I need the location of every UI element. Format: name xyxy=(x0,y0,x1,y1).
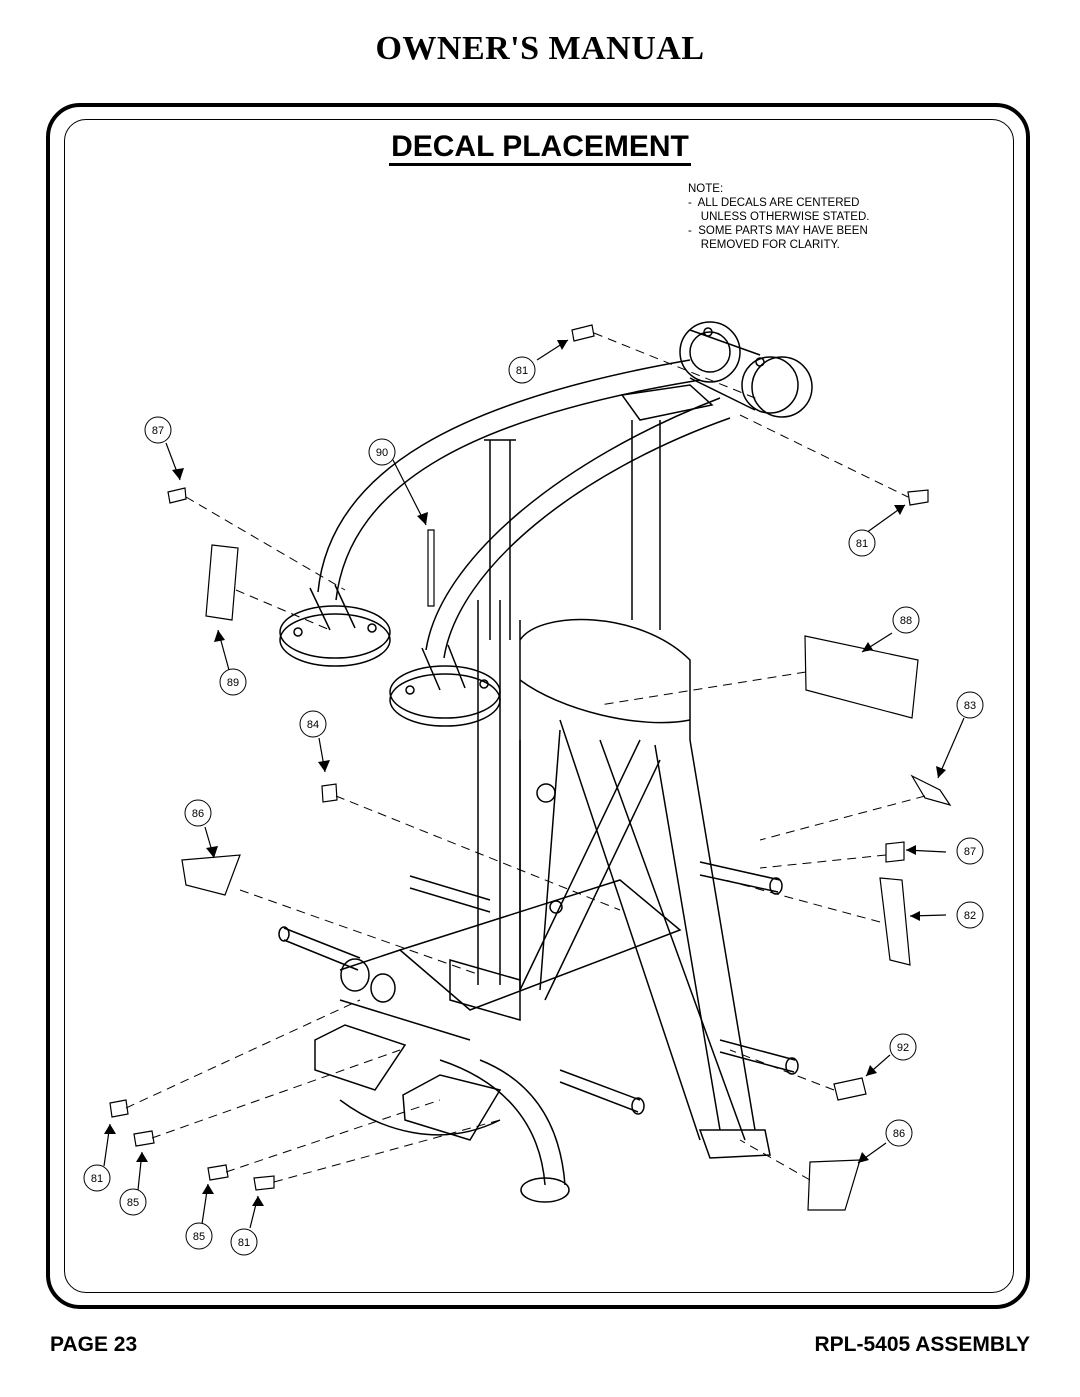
note-line: - ALL DECALS ARE CENTERED xyxy=(688,197,860,209)
decal-shapes xyxy=(109,324,952,1211)
manual-title: OWNER'S MANUAL xyxy=(375,30,705,67)
handles xyxy=(279,584,501,727)
frame-tower xyxy=(519,420,756,1141)
callout-label: 90 xyxy=(376,447,388,459)
note-line: NOTE: xyxy=(688,183,724,195)
callout-label: 92 xyxy=(897,1042,909,1054)
center-column xyxy=(477,439,521,985)
section-title: DECAL PLACEMENT xyxy=(0,130,1080,166)
callout-92: 92 xyxy=(889,1033,917,1061)
leader-lines xyxy=(103,339,965,1229)
callout-label: 87 xyxy=(152,425,164,437)
callout-89: 89 xyxy=(219,668,247,696)
outer-frame xyxy=(46,103,1030,1309)
placement-lines xyxy=(125,332,926,1183)
callout-label: 86 xyxy=(192,808,204,820)
callout-label: 85 xyxy=(127,1197,139,1209)
callout-81: 81 xyxy=(848,529,876,557)
section-title-text: DECAL PLACEMENT xyxy=(389,130,691,166)
leader-arrowheads xyxy=(104,340,946,1206)
callout-85: 85 xyxy=(185,1222,213,1250)
callout-label: 81 xyxy=(91,1173,103,1185)
model-assembly-label: RPL-5405 ASSEMBLY xyxy=(814,1333,1030,1356)
callout-87: 87 xyxy=(956,837,984,865)
callout-83: 83 xyxy=(956,691,984,719)
callout-87: 87 xyxy=(144,416,172,444)
base-frame xyxy=(314,879,771,1203)
curved-arms xyxy=(317,359,731,659)
callout-label: 81 xyxy=(856,538,868,550)
callout-90: 90 xyxy=(368,438,396,466)
page-number: PAGE 23 xyxy=(50,1333,138,1356)
callout-label: 85 xyxy=(193,1231,205,1243)
callout-label: 87 xyxy=(964,846,976,858)
callouts: 81 87 90 81 88 89 84 83 xyxy=(83,356,984,1256)
callout-label: 88 xyxy=(900,615,912,627)
note-line: UNLESS OTHERWISE STATED. xyxy=(688,211,870,223)
callout-label: 81 xyxy=(516,365,528,377)
callout-88: 88 xyxy=(892,606,920,634)
note-line: - SOME PARTS MAY HAVE BEEN xyxy=(688,225,868,237)
inner-frame xyxy=(64,119,1014,1293)
note-block: NOTE: - ALL DECALS ARE CENTERED UNLESS O… xyxy=(688,182,869,252)
callout-label: 86 xyxy=(893,1128,905,1140)
callout-82: 82 xyxy=(956,901,984,929)
callout-label: 89 xyxy=(227,677,239,689)
callout-81: 81 xyxy=(508,356,536,384)
callout-84: 84 xyxy=(299,710,327,738)
callout-86: 86 xyxy=(885,1119,913,1147)
note-line: REMOVED FOR CLARITY. xyxy=(688,239,840,251)
roller-pads xyxy=(679,321,813,418)
callout-label: 83 xyxy=(964,700,976,712)
callout-label: 84 xyxy=(307,719,319,731)
machine-drawing xyxy=(278,321,813,1203)
callout-86: 86 xyxy=(184,799,212,827)
callout-81: 81 xyxy=(230,1228,258,1256)
weight-horns xyxy=(278,861,799,1115)
callout-label: 81 xyxy=(238,1237,250,1249)
callout-81: 81 xyxy=(83,1164,111,1192)
callout-85: 85 xyxy=(119,1188,147,1216)
callout-label: 82 xyxy=(964,910,976,922)
